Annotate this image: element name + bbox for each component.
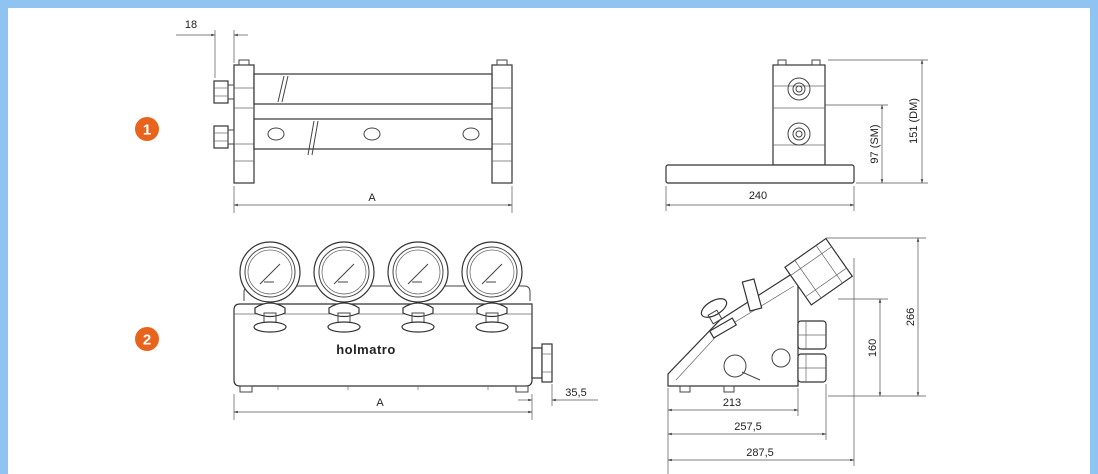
view2-front-drawing: holmatro xyxy=(233,241,598,420)
right-end-block xyxy=(491,64,513,184)
valve-knob-3-icon xyxy=(401,302,435,333)
badge-2-circle xyxy=(135,327,159,351)
side-block xyxy=(772,64,826,166)
gauge-3-icon xyxy=(387,241,449,303)
dim-257-5: 257,5 xyxy=(734,421,762,433)
port-bottom-icon xyxy=(787,122,811,146)
dim-266: 266 xyxy=(905,308,917,326)
manifold-body xyxy=(233,303,533,387)
gauge-stem xyxy=(741,278,763,312)
upper-rail xyxy=(253,73,493,105)
technical-drawing-canvas: 1 2 xyxy=(8,8,1090,474)
gauge-2-icon xyxy=(313,241,375,303)
gauge-1-icon xyxy=(239,241,301,303)
side-knob-icon xyxy=(700,298,738,339)
lower-rail xyxy=(253,118,493,150)
side-port xyxy=(531,347,543,379)
dim-213: 213 xyxy=(723,397,741,409)
coupler-bottom xyxy=(213,125,229,149)
dim-35-5: 35,5 xyxy=(565,387,586,399)
side-body xyxy=(667,268,799,387)
dim-287-5: 287,5 xyxy=(746,447,774,459)
dim-160: 160 xyxy=(867,339,879,357)
badge-2-label: 2 xyxy=(143,332,151,349)
badge-1-circle xyxy=(135,117,159,141)
coupler-top xyxy=(213,80,229,104)
port-top-icon xyxy=(787,77,811,101)
dim-97-sm: 97 (SM) xyxy=(869,124,881,163)
left-end-block xyxy=(233,64,255,184)
dim-240: 240 xyxy=(749,190,767,202)
view2-side-drawing: 266 160 213 257,5 287,5 xyxy=(667,237,926,474)
side-round-port-icon xyxy=(723,354,747,378)
badge-2: 2 xyxy=(135,327,159,351)
side-base xyxy=(665,164,855,184)
badge-1-label: 1 xyxy=(143,122,151,139)
mounting-hole xyxy=(267,127,285,141)
valve-knob-4-icon xyxy=(475,302,509,333)
view1-side-drawing: 240 97 (SM) 151 (DM) xyxy=(665,59,928,211)
tilted-gauge-icon xyxy=(784,237,854,306)
break-mark xyxy=(277,75,289,103)
valve-knob-1-icon xyxy=(253,302,287,333)
dim-a-view2: A xyxy=(376,397,384,409)
dim-151-dm: 151 (DM) xyxy=(908,98,920,144)
gauge-4-icon xyxy=(461,241,523,303)
dim-18: 18 xyxy=(185,19,197,31)
badge-1: 1 xyxy=(135,117,159,141)
valve-knob-2-icon xyxy=(327,302,361,333)
brand-label: holmatro xyxy=(336,342,396,357)
technical-drawing: 1 2 xyxy=(135,19,928,474)
dim-a-view1: A xyxy=(368,192,376,204)
view1-front-drawing: 18 A xyxy=(176,19,513,213)
